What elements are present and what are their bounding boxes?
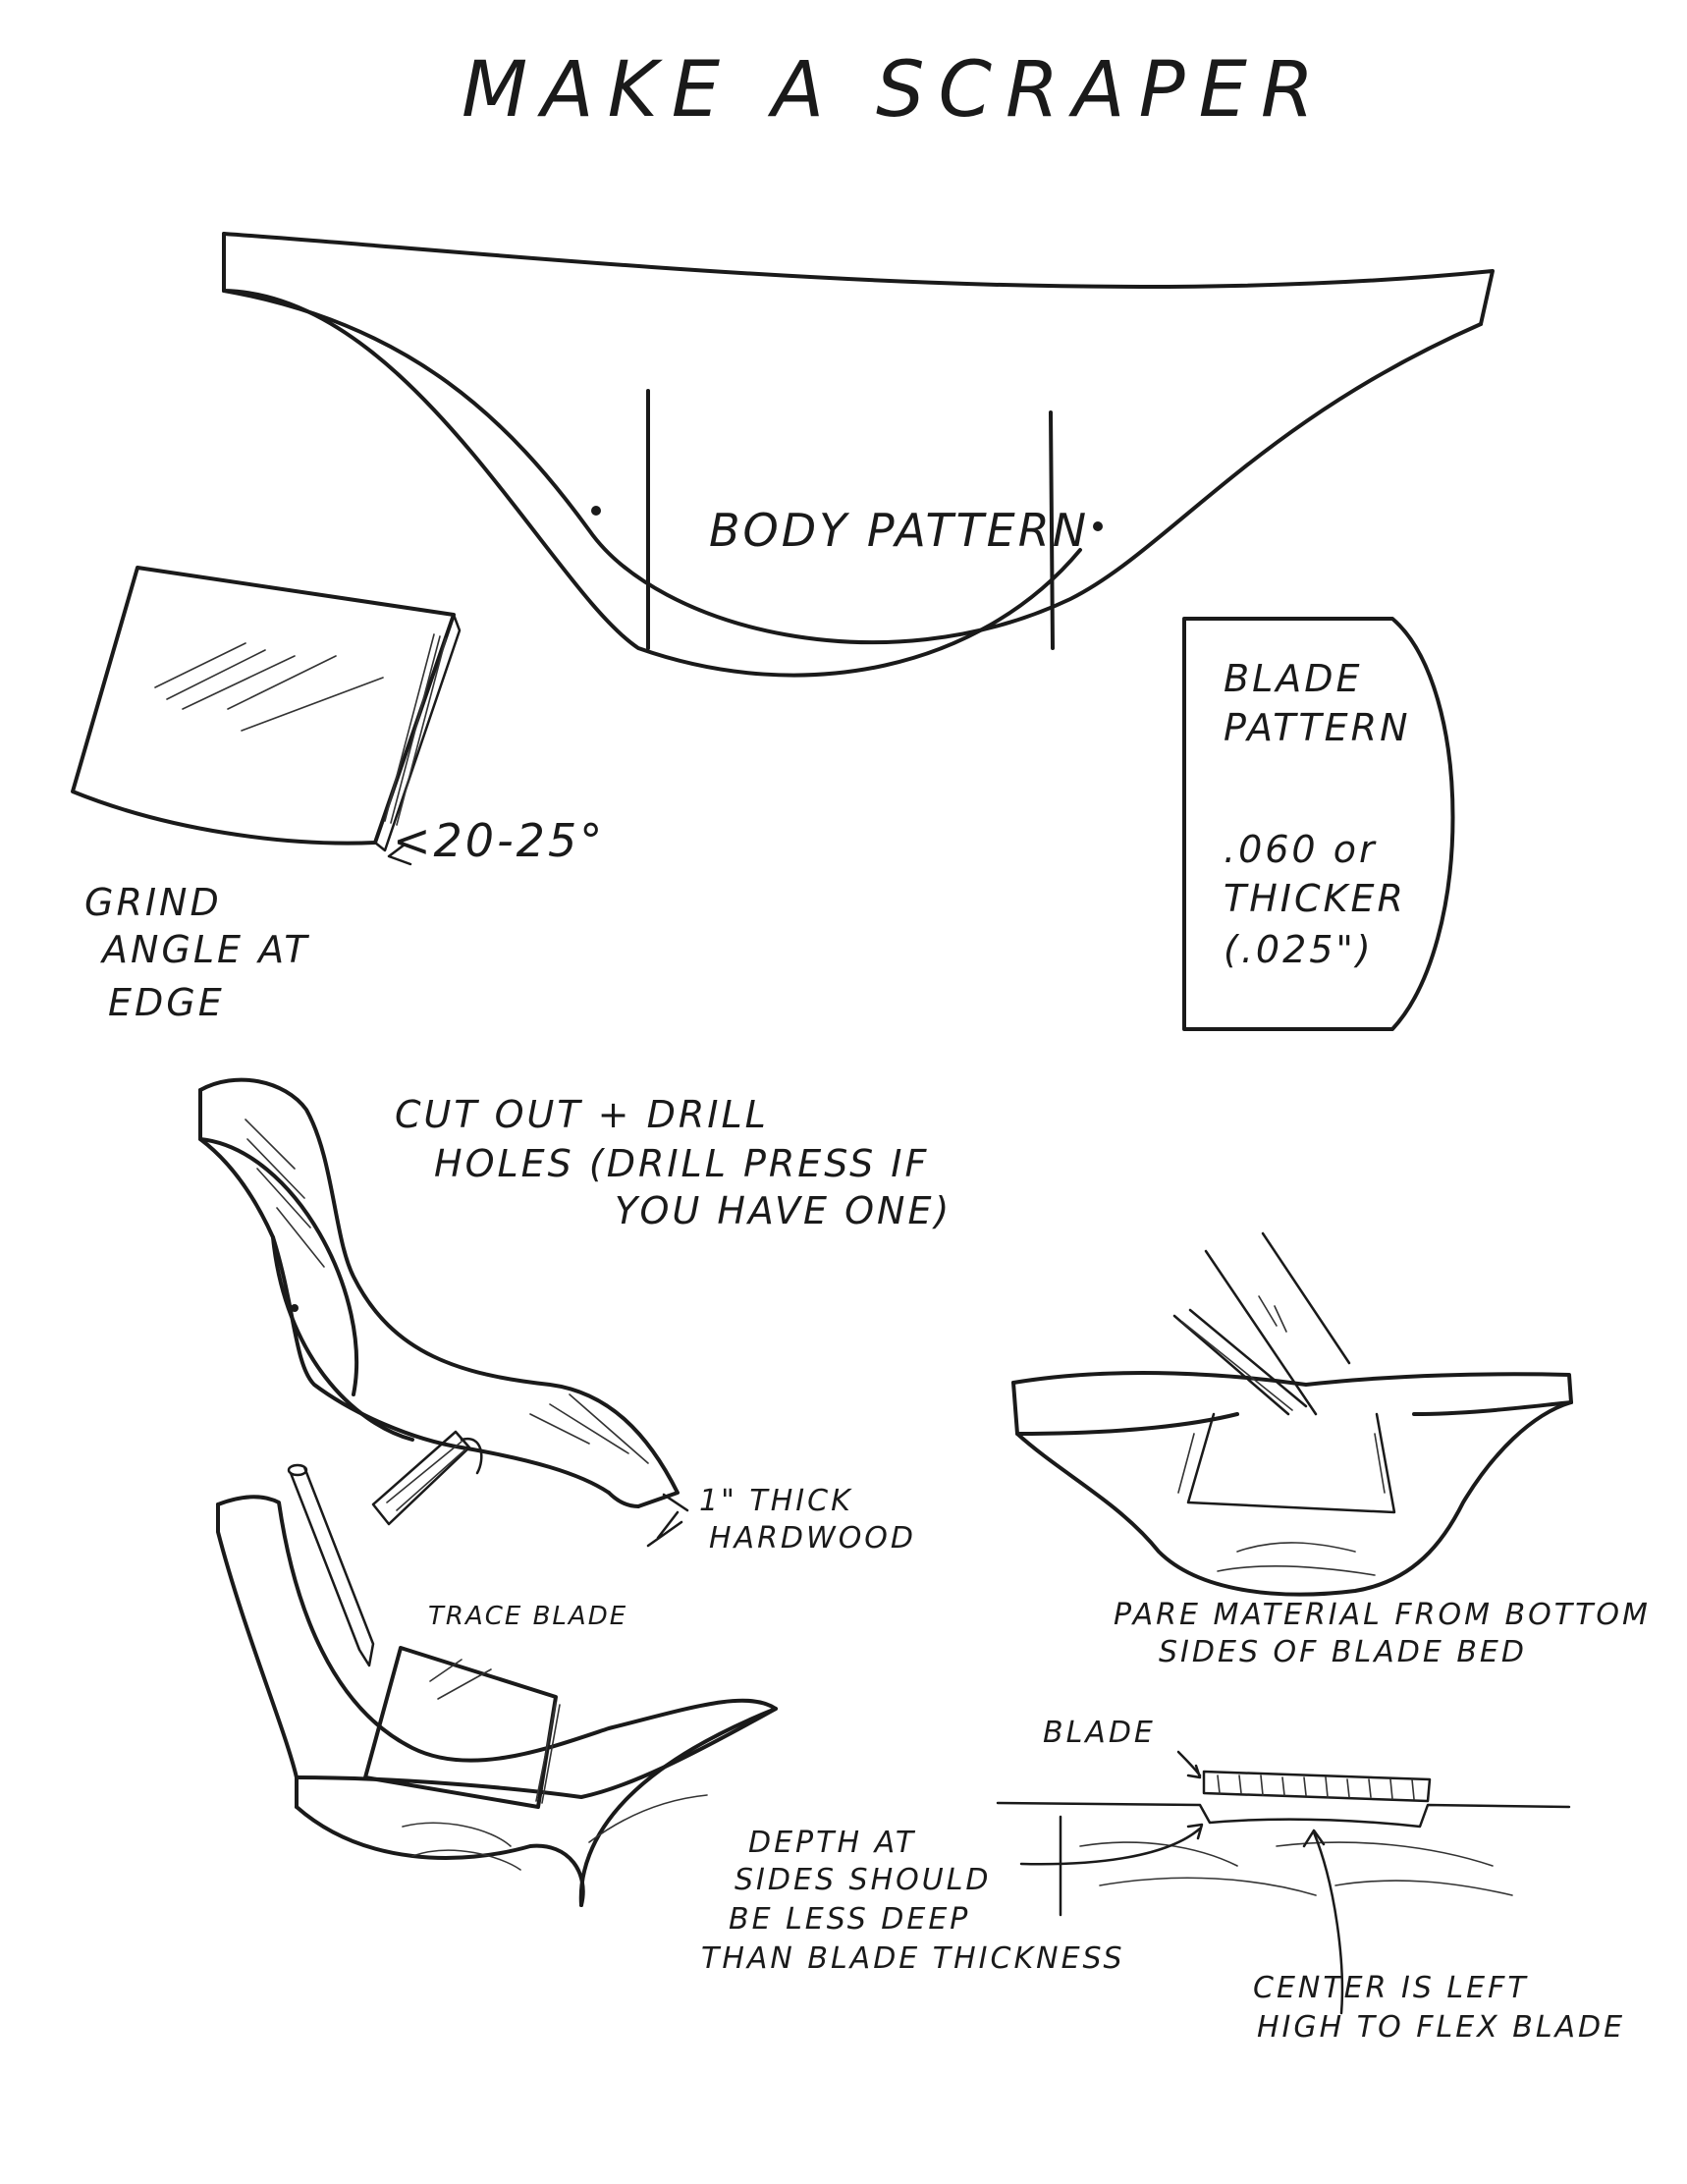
grind-angle-value: <20-25°: [393, 814, 605, 867]
drill-hole-mark: [291, 1304, 299, 1312]
pare-material-drawing: [1013, 1233, 1571, 1595]
depth-label-line-4: THAN BLADE THICKNESS: [701, 1941, 1125, 1976]
hole-right-mark: [1093, 521, 1103, 531]
center-label-line-1: CENTER IS LEFT: [1253, 1971, 1529, 2005]
trace-blade-drawing: [218, 1465, 776, 1905]
trace-blade-label: TRACE BLADE: [428, 1602, 627, 1631]
depth-label-line-1: DEPTH AT: [748, 1826, 916, 1860]
grind-label-line-2: ANGLE AT: [99, 928, 310, 971]
blade-pattern-label-line-1: BLADE: [1224, 657, 1363, 700]
grind-label-line-1: GRIND: [84, 881, 222, 924]
blade-spec-line-3: (.025"): [1224, 928, 1374, 971]
pare-label-line-2: SIDES OF BLADE BED: [1159, 1635, 1527, 1669]
depth-label-line-2: SIDES SHOULD: [735, 1863, 992, 1897]
pare-label-line-1: PARE MATERIAL FROM BOTTOM: [1114, 1598, 1651, 1632]
blade-callout-label: BLADE: [1043, 1716, 1156, 1750]
blade-spec-line-1: .060 or: [1224, 828, 1378, 871]
depth-label-line-3: BE LESS DEEP: [729, 1902, 970, 1937]
thickness-label-line-1: 1" THICK: [699, 1484, 853, 1518]
blade-spec-line-2: THICKER: [1224, 877, 1406, 920]
hole-left-mark: [591, 506, 601, 516]
cut-out-label-line-2: HOLES (DRILL PRESS IF: [434, 1142, 929, 1185]
body-pattern-label: BODY PATTERN: [709, 504, 1089, 557]
blade-pattern-label-line-2: PATTERN: [1224, 706, 1411, 749]
cut-out-label-line-1: CUT OUT + DRILL: [395, 1093, 769, 1136]
page-title: MAKE A SCRAPER: [462, 46, 1328, 135]
thickness-label-line-2: HARDWOOD: [709, 1521, 916, 1556]
center-label-line-2: HIGH TO FLEX BLADE: [1257, 2010, 1625, 2045]
grind-label-line-3: EDGE: [108, 981, 225, 1024]
cut-out-label-line-3: YOU HAVE ONE): [615, 1189, 952, 1232]
